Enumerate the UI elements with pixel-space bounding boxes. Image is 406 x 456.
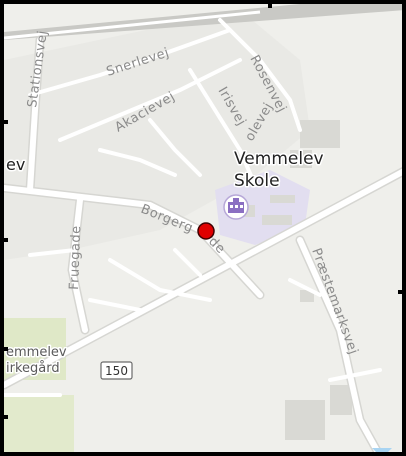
label-kirkegaard-line2: irkegård xyxy=(6,361,60,376)
road-number: 150 xyxy=(105,364,128,378)
buildings xyxy=(235,120,352,440)
school-icon[interactable] xyxy=(223,194,249,220)
poi-name-line2: Skole xyxy=(234,171,280,191)
school-area xyxy=(215,170,310,245)
minor-roads xyxy=(4,18,382,397)
park-area xyxy=(4,395,74,452)
railway xyxy=(4,4,402,40)
label-town: ev xyxy=(6,155,25,174)
label-kirkegaard-line1: emmelev xyxy=(6,345,67,360)
water xyxy=(372,448,392,452)
road-shield-150: 150 xyxy=(100,361,133,380)
location-pin-icon[interactable] xyxy=(197,222,215,240)
frame-ticks xyxy=(0,0,406,419)
poi-name-line1: Vemmelev xyxy=(234,149,324,169)
label-fruegade: Fruegade xyxy=(67,225,84,290)
